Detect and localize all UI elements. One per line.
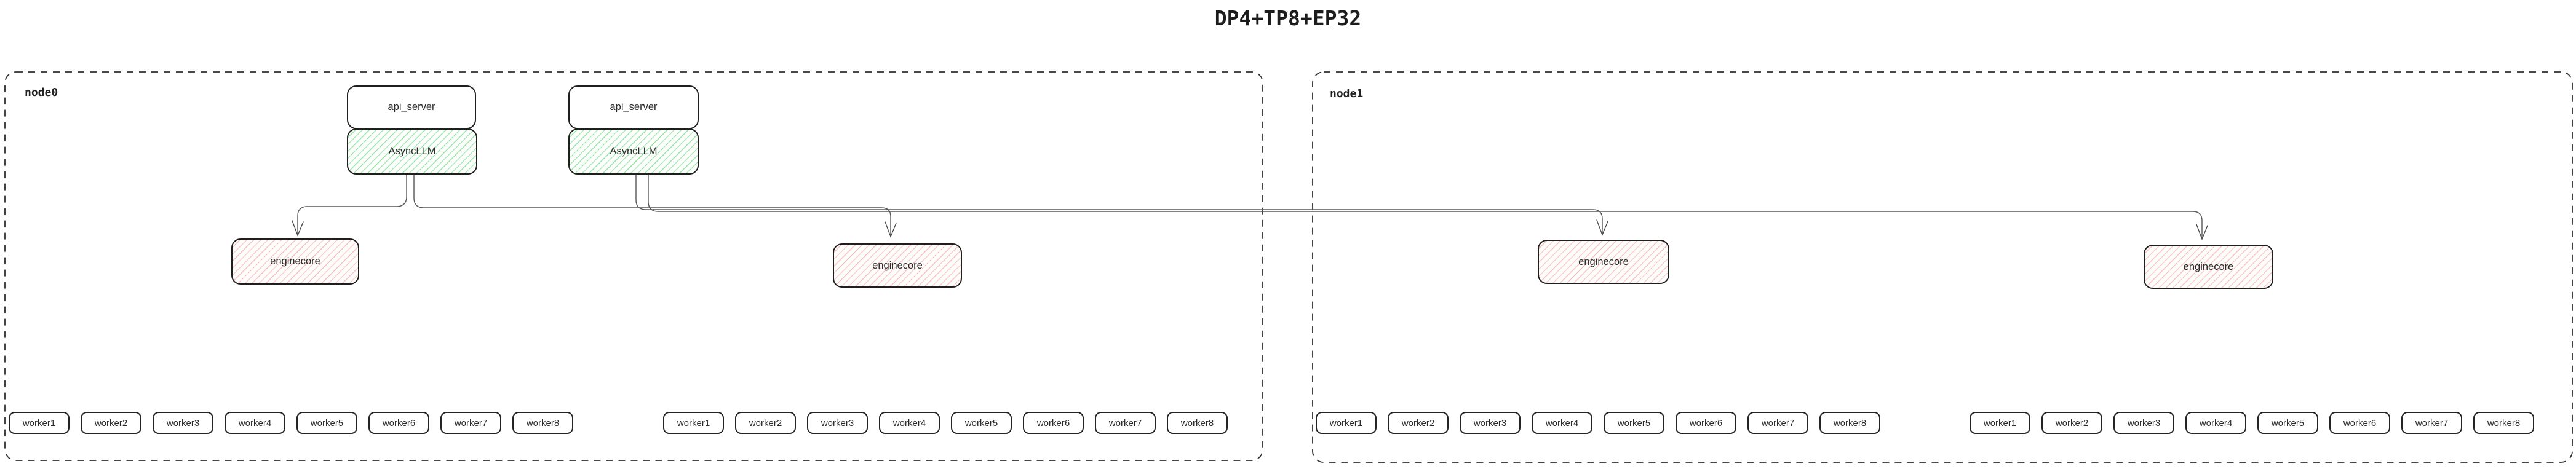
worker-box: worker4 xyxy=(2185,412,2246,434)
enginecore-box: enginecore xyxy=(833,243,962,288)
connector-asyncllm2-enginecore3 xyxy=(635,174,1603,235)
worker-box: worker4 xyxy=(1532,412,1592,434)
worker-box: worker3 xyxy=(153,412,213,434)
worker-box: worker1 xyxy=(663,412,724,434)
worker-box: worker1 xyxy=(9,412,70,434)
worker-box: worker4 xyxy=(879,412,940,434)
worker-group: worker1 worker2 worker3 worker4 worker5 … xyxy=(663,412,1228,434)
api-server-box: api_server xyxy=(347,85,476,129)
worker-box: worker8 xyxy=(1819,412,1880,434)
worker-box: worker7 xyxy=(2401,412,2462,434)
enginecore-box: enginecore xyxy=(1538,240,1669,284)
arrowhead-enginecore1 xyxy=(292,220,304,237)
worker-box: worker6 xyxy=(1023,412,1084,434)
worker-box: worker7 xyxy=(1747,412,1808,434)
worker-box: worker6 xyxy=(2329,412,2390,434)
worker-group: worker1 worker2 worker3 worker4 worker5 … xyxy=(1970,412,2534,434)
enginecore-box: enginecore xyxy=(231,238,359,285)
worker-box: worker1 xyxy=(1970,412,2030,434)
worker-box: worker2 xyxy=(2041,412,2102,434)
worker-box: worker3 xyxy=(807,412,868,434)
worker-box: worker2 xyxy=(81,412,141,434)
worker-box: worker5 xyxy=(2257,412,2318,434)
worker-box: worker7 xyxy=(440,412,501,434)
worker-box: worker5 xyxy=(1604,412,1664,434)
worker-box: worker7 xyxy=(1095,412,1156,434)
worker-box: worker2 xyxy=(1388,412,1449,434)
worker-box: worker6 xyxy=(368,412,429,434)
asyncllm-box: AsyncLLM xyxy=(347,128,477,175)
node0-container xyxy=(4,71,1263,461)
worker-box: worker4 xyxy=(225,412,285,434)
worker-group: worker1 worker2 worker3 worker4 worker5 … xyxy=(1316,412,1880,434)
worker-box: worker1 xyxy=(1316,412,1377,434)
worker-box: worker3 xyxy=(2113,412,2174,434)
node1-label: node1 xyxy=(1330,87,1364,100)
worker-box: worker2 xyxy=(735,412,796,434)
worker-box: worker8 xyxy=(1167,412,1228,434)
worker-box: worker6 xyxy=(1676,412,1736,434)
arrowhead-enginecore4 xyxy=(2196,224,2208,240)
node1-container xyxy=(1312,71,2573,463)
arrowhead-enginecore3 xyxy=(1596,219,1608,236)
diagram-title: DP4+TP8+EP32 xyxy=(1214,6,1362,30)
api-server-box: api_server xyxy=(568,85,699,129)
worker-box: worker8 xyxy=(512,412,573,434)
connector-asyncllm1-enginecore2 xyxy=(413,174,891,237)
arrowhead-enginecore2 xyxy=(885,221,897,238)
connector-asyncllm1-enginecore1 xyxy=(297,174,407,235)
worker-box: worker5 xyxy=(296,412,357,434)
node0-label: node0 xyxy=(25,86,58,99)
worker-box: worker5 xyxy=(951,412,1012,434)
worker-box: worker3 xyxy=(1460,412,1521,434)
enginecore-box: enginecore xyxy=(2144,245,2273,289)
worker-group: worker1 worker2 worker3 worker4 worker5 … xyxy=(9,412,573,434)
asyncllm-box: AsyncLLM xyxy=(568,128,699,175)
worker-box: worker8 xyxy=(2473,412,2534,434)
connector-asyncllm2-enginecore4 xyxy=(648,174,2203,239)
